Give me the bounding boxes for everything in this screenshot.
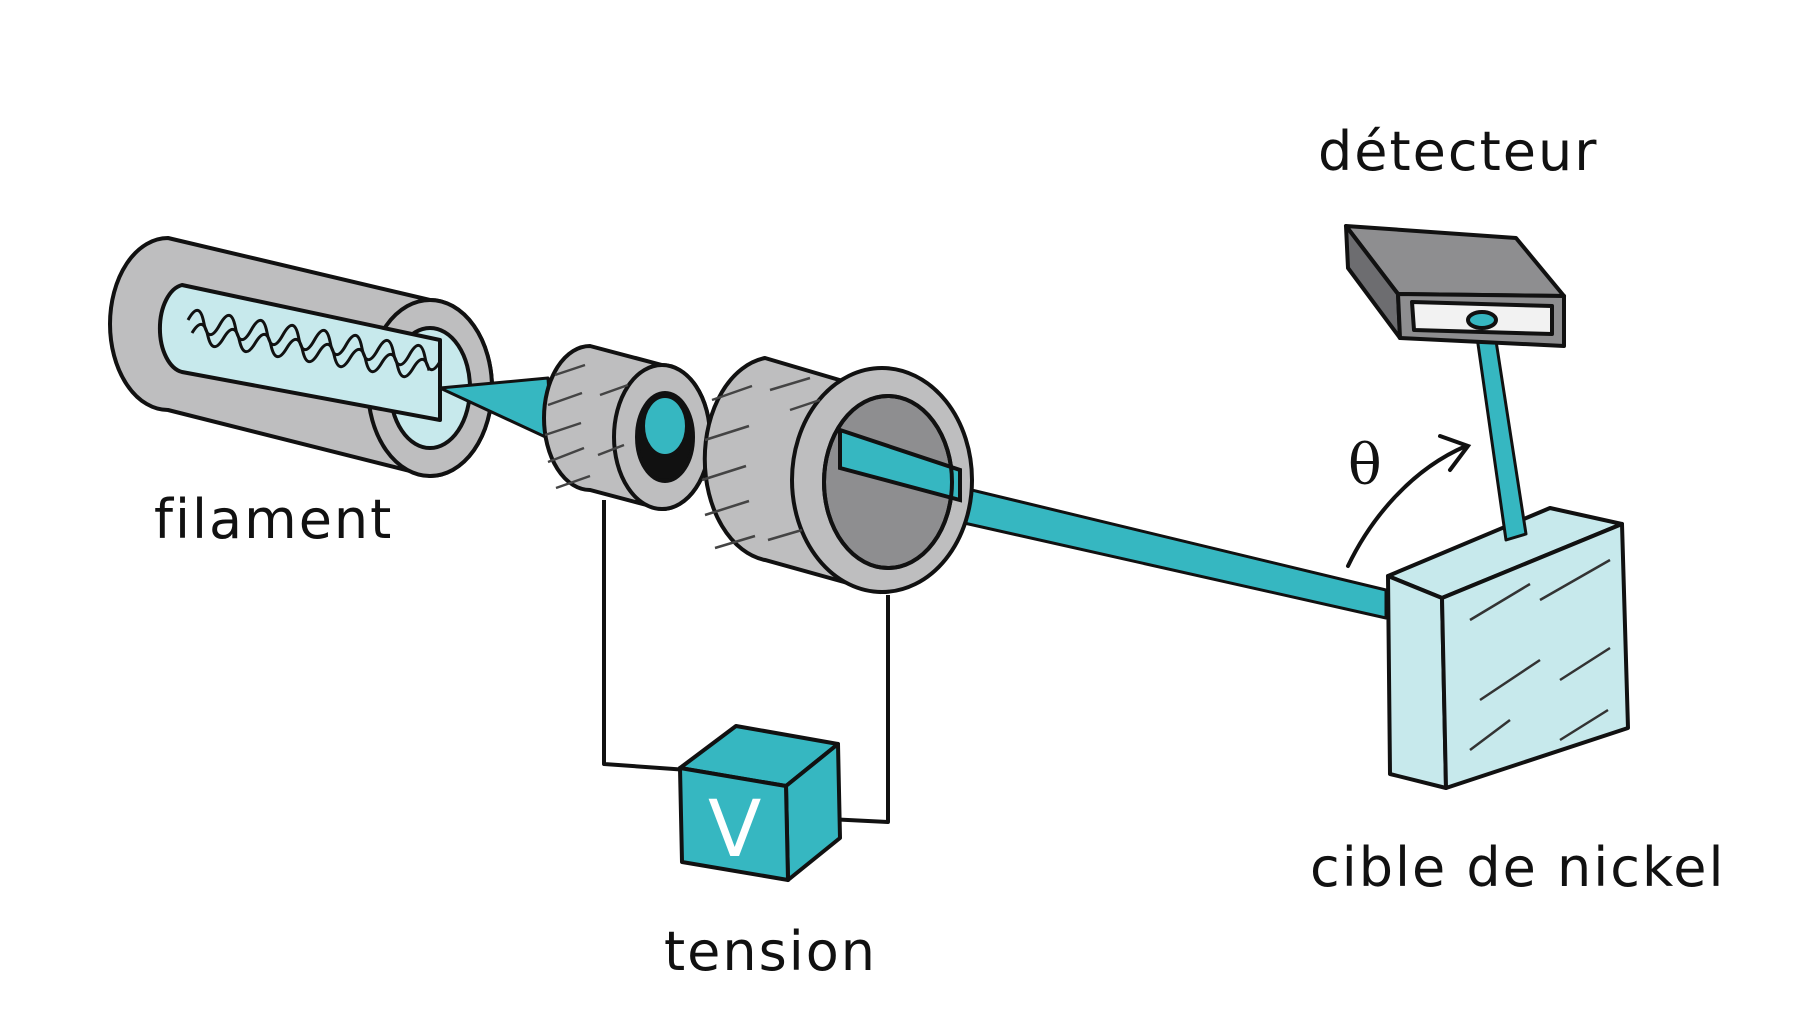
label-voltage: tension [664,920,877,983]
voltmeter-symbol: V [708,785,761,875]
angle-arrow [1346,434,1472,568]
large-anode-cylinder [702,355,974,595]
angle-label-theta: θ [1348,433,1382,498]
filament-coil [186,308,443,379]
label-nickel-target: cible de nickel [1310,836,1726,899]
small-cylinder-texture [544,363,629,490]
large-cylinder-texture [701,376,821,550]
voltmeter-box [678,724,842,882]
label-filament: filament [154,488,393,551]
nickel-target [1386,506,1630,790]
label-detector: détecteur [1318,120,1598,183]
filament-cylinder [108,236,494,478]
small-anode-cylinder [542,343,712,512]
target-reflections [1469,558,1611,751]
reflected-beam [1474,326,1528,542]
detector-box [1344,224,1566,348]
